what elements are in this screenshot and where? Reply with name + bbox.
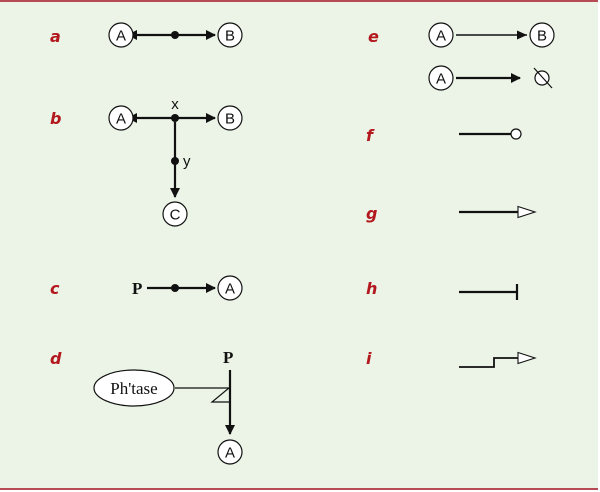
node-a <box>217 275 243 301</box>
panel-a-diagram: A B <box>108 22 243 48</box>
junction-dot <box>171 114 179 122</box>
empty-set-slash <box>533 67 553 89</box>
panel-g-diagram <box>459 205 537 219</box>
junction-dot <box>171 284 179 292</box>
junction-dot <box>171 31 179 39</box>
node-a-text: A <box>436 28 446 45</box>
panel-h-diagram <box>459 284 519 300</box>
label-e: e <box>368 27 379 46</box>
enzyme-node <box>93 369 175 407</box>
panel-i-diagram <box>459 351 537 368</box>
panel-f-diagram <box>459 128 522 140</box>
node-c-text: C <box>170 207 181 224</box>
label-f: f <box>366 126 375 145</box>
source-p: P <box>223 348 233 367</box>
label-b: b <box>50 109 61 128</box>
label-a: a <box>50 27 61 46</box>
open-triangle-end <box>517 205 537 219</box>
var-y-label: y <box>183 153 191 170</box>
node-a <box>108 105 134 131</box>
panel-d-diagram: P Ph'tase A <box>93 348 243 465</box>
stepped-line <box>459 357 518 368</box>
node-b <box>217 105 243 131</box>
node-a-text: A <box>116 28 126 45</box>
node-b <box>529 22 555 48</box>
node-a <box>108 22 134 48</box>
node-a-text: A <box>436 71 446 88</box>
node-b-text: B <box>225 28 235 45</box>
node-a-text: A <box>225 281 235 298</box>
node-b <box>217 22 243 48</box>
enzyme-link <box>175 387 231 403</box>
source-p: P <box>132 279 142 298</box>
junction-dot <box>171 157 179 165</box>
label-h: h <box>366 279 377 298</box>
open-circle-end <box>510 128 522 140</box>
node-a <box>217 439 243 465</box>
label-c: c <box>50 279 60 298</box>
panel-b-diagram: x y A B C <box>108 96 243 227</box>
enzyme-text: Ph'tase <box>110 379 157 398</box>
arrow-head <box>517 30 527 40</box>
panel-e-diagram: A B A <box>428 22 555 91</box>
panel-c-diagram: P A <box>132 275 243 301</box>
open-triangle-end <box>517 351 537 365</box>
node-a-text: A <box>116 111 126 128</box>
label-g: g <box>366 204 377 223</box>
node-b-text: B <box>537 28 547 45</box>
node-a <box>428 65 454 91</box>
label-i: i <box>366 349 372 368</box>
var-x-label: x <box>171 96 179 113</box>
node-a-text: A <box>225 445 235 462</box>
node-b-text: B <box>225 111 235 128</box>
node-a <box>428 22 454 48</box>
label-d: d <box>50 349 62 368</box>
node-c <box>162 201 188 227</box>
